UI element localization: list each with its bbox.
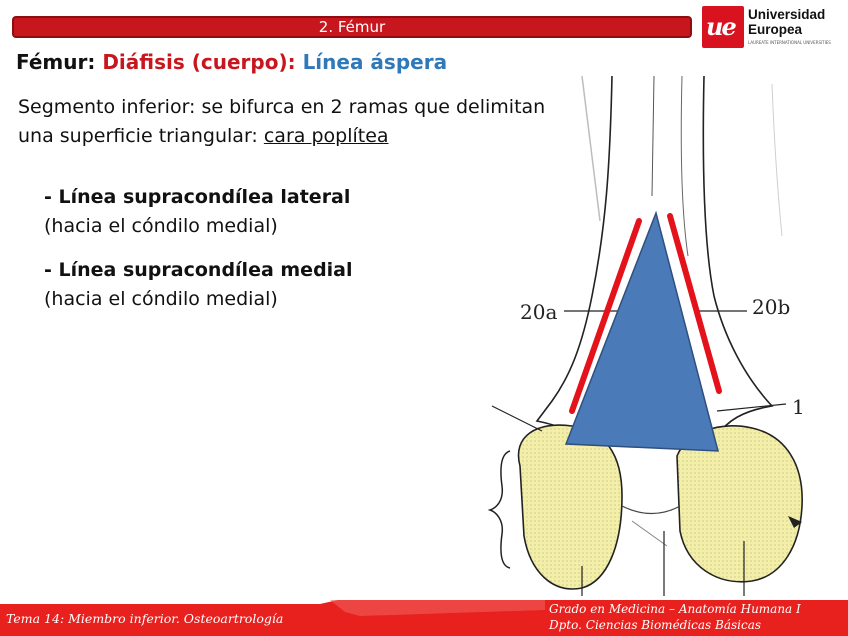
condyle-brace xyxy=(490,451,510,568)
list-item: - Línea supracondílea medial (hacia el c… xyxy=(44,256,353,314)
university-logo: ue Universidad Europea LAUREATE INTERNAT… xyxy=(702,6,842,50)
list-item: - Línea supracondílea lateral (hacia el … xyxy=(44,183,350,241)
footer-program-line2: Dpto. Ciencias Biomédicas Básicas xyxy=(549,617,801,633)
footer-program-line1: Grado en Medicina – Anatomía Humana I xyxy=(549,601,801,617)
slide-title: Fémur: Diáfisis (cuerpo): Línea áspera xyxy=(16,50,447,74)
title-femur: Fémur: xyxy=(16,50,102,74)
item-heading: - Línea supracondílea medial xyxy=(44,259,353,281)
logo-text: Universidad Europea xyxy=(748,7,825,37)
footer-program: Grado en Medicina – Anatomía Humana I Dp… xyxy=(549,601,801,633)
footer-course-topic: Tema 14: Miembro inferior. Osteoartrolog… xyxy=(6,611,283,626)
label-1: 1 xyxy=(792,395,805,419)
section-title: 2. Fémur xyxy=(319,18,385,36)
title-diaphysis: Diáfisis (cuerpo): xyxy=(102,50,302,74)
item-detail: (hacia el cóndilo medial) xyxy=(44,212,350,241)
intro-paragraph: Segmento inferior: se bifurca en 2 ramas… xyxy=(18,93,548,151)
lateral-condyle xyxy=(519,425,622,589)
title-linea-aspera: Línea áspera xyxy=(303,50,448,74)
item-heading: - Línea supracondílea lateral xyxy=(44,186,350,208)
logo-tagline: LAUREATE INTERNATIONAL UNIVERSITIES xyxy=(748,40,831,45)
label-20b: 20b xyxy=(752,295,790,319)
ue-logo-mark: ue xyxy=(702,6,744,48)
label-20a: 20a xyxy=(520,300,557,324)
item-detail: (hacia el cóndilo medial) xyxy=(44,285,353,314)
intro-underlined-term: cara poplítea xyxy=(264,125,389,147)
femur-illustration: 20a 20b 1 xyxy=(482,76,810,596)
section-title-bar: 2. Fémur xyxy=(12,16,692,38)
